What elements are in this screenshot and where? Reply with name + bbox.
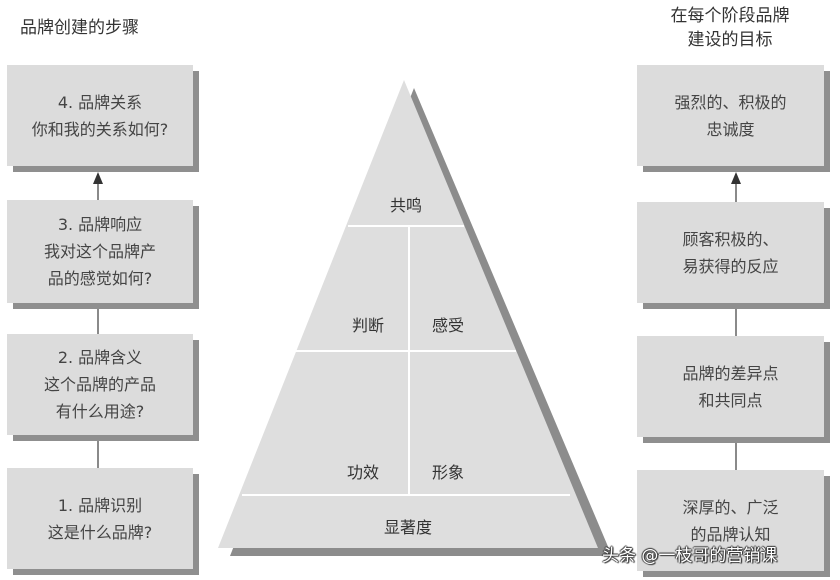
step-title: 2. 品牌含义 [57,348,143,367]
goal-box-points-of-difference: 品牌的差异点 和共同点 [637,336,824,437]
step-box-brand-meaning: 2. 品牌含义 这个品牌的产品 有什么用途? [7,334,193,435]
right-column-title: 在每个阶段品牌 建设的目标 [640,4,820,52]
right-title-line-1: 在每个阶段品牌 [670,6,790,26]
goal-box-awareness: 深厚的、广泛 的品牌认知 [637,470,824,571]
pyramid-label-resonance: 共鸣 [389,196,423,215]
pyramid-label-imagery: 形象 [431,463,465,482]
connector-line [97,304,99,334]
step-box-brand-identity: 1. 品牌识别 这是什么品牌? [7,468,193,569]
connector-line [97,436,99,468]
connector-line [735,436,737,470]
step-box-brand-response: 3. 品牌响应 我对这个品牌产 品的感觉如何? [7,200,193,303]
goal-text: 品牌的差异点 [682,363,779,383]
step-question: 你和我的关系如何? [31,119,169,139]
goal-text: 深厚的、广泛 [682,497,779,517]
step-question: 这个品牌的产品 [43,375,156,394]
pyramid-label-performance: 功效 [346,463,380,482]
step-title: 1. 品牌识别 [57,495,143,515]
step-question: 品的感觉如何? [47,269,153,288]
step-title: 4. 品牌关系 [57,92,143,112]
pyramid-label-salience: 显著度 [383,518,433,537]
arrow-up-icon [93,172,103,184]
connector-line [97,180,99,200]
left-column-title: 品牌创建的步骤 [20,18,139,38]
goal-text: 和共同点 [698,390,763,410]
connector-line [735,180,737,202]
goal-text: 忠诚度 [706,119,755,139]
pyramid-label-feelings: 感受 [431,316,465,335]
goal-box-responses: 顾客积极的、 易获得的反应 [637,202,824,303]
step-question: 这是什么品牌? [47,522,153,542]
pyramid-label-judgments: 判断 [351,316,385,335]
step-question: 我对这个品牌产 [43,242,156,261]
arrow-up-icon [731,172,741,184]
goal-text: 的品牌认知 [690,524,771,544]
watermark: 头条 @一枝哥的营销课 [602,546,778,566]
step-question: 有什么用途? [55,402,145,421]
right-title-line-2: 建设的目标 [687,30,773,50]
step-title: 3. 品牌响应 [57,215,143,234]
step-box-brand-relationship: 4. 品牌关系 你和我的关系如何? [7,65,193,166]
goal-text: 易获得的反应 [682,256,779,276]
connector-line [735,304,737,336]
goal-text: 顾客积极的、 [682,229,779,249]
goal-box-loyalty: 强烈的、积极的 忠诚度 [637,65,824,166]
goal-text: 强烈的、积极的 [674,92,787,112]
